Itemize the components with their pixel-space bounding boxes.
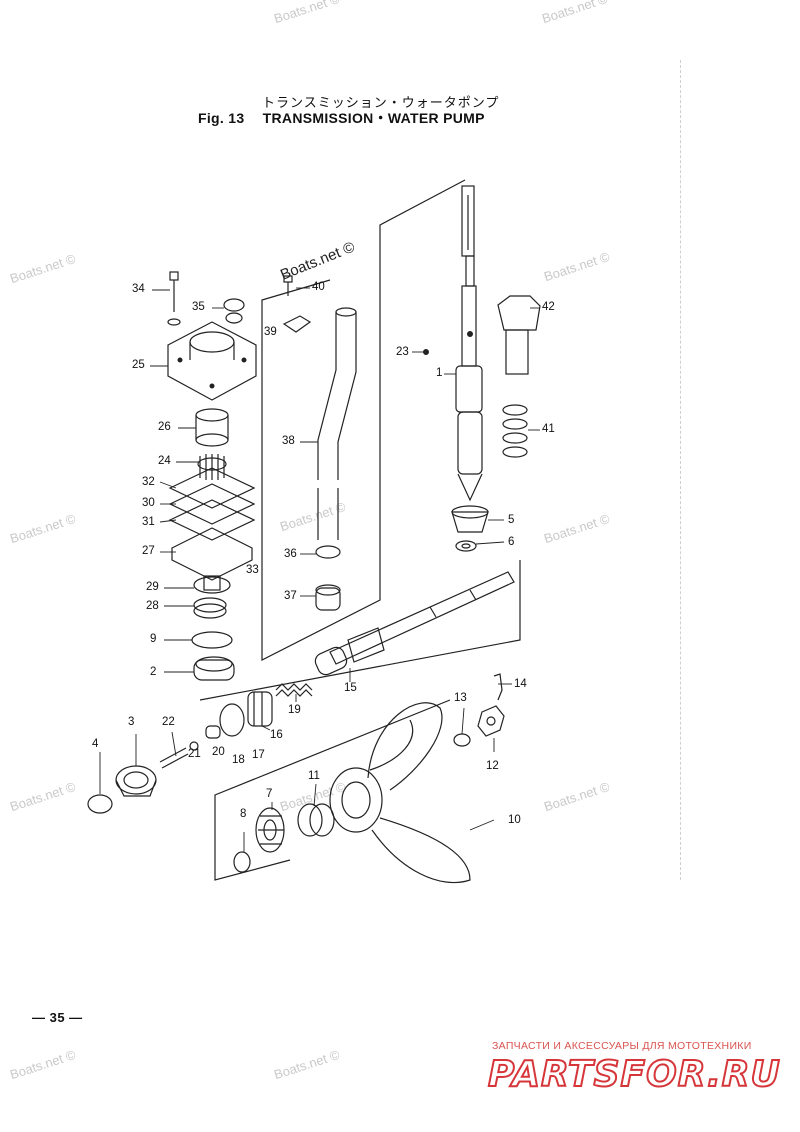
spring-part (502, 404, 528, 458)
pinion-gear-part (451, 505, 489, 533)
callout-11: 11 (308, 770, 320, 782)
callout-40: 40 (312, 281, 325, 293)
propeller-part (329, 702, 471, 884)
grommet-part (223, 298, 245, 324)
bearing-housing-part (193, 656, 235, 681)
callout-18: 18 (232, 754, 245, 766)
callout-30: 30 (142, 497, 155, 509)
plunger-part (205, 725, 221, 739)
callout-32: 32 (142, 476, 155, 488)
impeller-part (197, 454, 227, 480)
callout-28: 28 (146, 600, 159, 612)
callout-8: 8 (240, 808, 247, 820)
callout-16: 16 (270, 729, 283, 741)
callout-10: 10 (508, 814, 521, 826)
tube-seal-part (315, 545, 341, 611)
callout-36: 36 (284, 548, 297, 560)
callout-1: 1 (436, 367, 443, 379)
figure-number: Fig. 13 (198, 110, 245, 126)
callout-6: 6 (508, 536, 515, 548)
forward-gear-part (255, 807, 285, 853)
gasket-plate-part (168, 467, 256, 509)
callout-12: 12 (486, 760, 499, 772)
callout-29: 29 (146, 581, 159, 593)
clip-part (282, 315, 312, 333)
bushing-part (297, 803, 335, 837)
callout-34: 34 (132, 283, 145, 295)
callout-4: 4 (92, 738, 99, 750)
water-tube-part (317, 307, 357, 540)
spacer-ring-part (233, 851, 251, 873)
japanese-title: トランスミッション・ウォータポンプ (262, 96, 500, 111)
shift-spring-part (275, 683, 313, 697)
group-outline (214, 699, 451, 881)
callout-9: 9 (150, 633, 157, 645)
sleeve-part (497, 295, 541, 375)
callout-7: 7 (266, 788, 273, 800)
small-bolt-part (283, 275, 293, 296)
gasket-plate-part (168, 483, 256, 525)
callout-35: 35 (192, 301, 205, 313)
callout-41: 41 (542, 423, 555, 435)
o-ring-part (87, 794, 113, 814)
nut-part (455, 540, 477, 552)
shift-rod-part (159, 741, 199, 769)
pump-base-part (171, 527, 253, 591)
gasket-plate-part (168, 499, 256, 541)
callout-2: 2 (150, 666, 157, 678)
callout-19: 19 (288, 704, 301, 716)
callout-23: 23 (396, 346, 409, 358)
cotter-pin-part (493, 673, 503, 701)
reverse-gear-part (115, 765, 157, 797)
callout-33: 33 (246, 564, 259, 576)
brand-logo: PARTSFOR.RU (487, 1053, 781, 1096)
callout-20: 20 (212, 746, 225, 758)
o-ring-part (191, 631, 233, 649)
figure-name: TRANSMISSION・WATER PUMP (262, 110, 485, 126)
group-outline (199, 560, 521, 701)
callout-42: 42 (542, 301, 555, 313)
callout-21: 21 (188, 748, 201, 760)
pump-housing-part (167, 321, 257, 401)
callout-38: 38 (282, 435, 295, 447)
scan-edge-line (680, 60, 681, 880)
washer-part (453, 733, 471, 747)
page-number: — 35 — (32, 1010, 83, 1025)
callout-31: 31 (142, 516, 155, 528)
callout-27: 27 (142, 545, 155, 557)
callout-22: 22 (162, 716, 175, 728)
propeller-shaft-part (314, 571, 515, 676)
callout-3: 3 (128, 716, 135, 728)
callout-17: 17 (252, 749, 265, 761)
callout-14: 14 (514, 678, 527, 690)
callout-37: 37 (284, 590, 297, 602)
brand-tagline: ЗАПЧАСТИ И АКСЕССУАРЫ ДЛЯ МОТОТЕХНИКИ (492, 1040, 752, 1052)
clip-ring-part (219, 703, 245, 737)
callout-39: 39 (264, 326, 277, 338)
callout-26: 26 (158, 421, 171, 433)
callout-24: 24 (158, 455, 171, 467)
group-outline (261, 179, 466, 661)
oil-seal-part (193, 597, 227, 619)
bolt-part (167, 271, 181, 326)
figure-title: Fig. 13 TRANSMISSION・WATER PUMP (198, 108, 485, 128)
o-ring-part (193, 576, 231, 594)
impeller-cup-part (195, 408, 229, 447)
callout-15: 15 (344, 682, 357, 694)
callout-5: 5 (508, 514, 515, 526)
callout-13: 13 (454, 692, 467, 704)
clutch-part (247, 691, 273, 727)
drive-shaft-part (455, 185, 483, 502)
propeller-nut-part (477, 705, 505, 737)
callout-25: 25 (132, 359, 145, 371)
